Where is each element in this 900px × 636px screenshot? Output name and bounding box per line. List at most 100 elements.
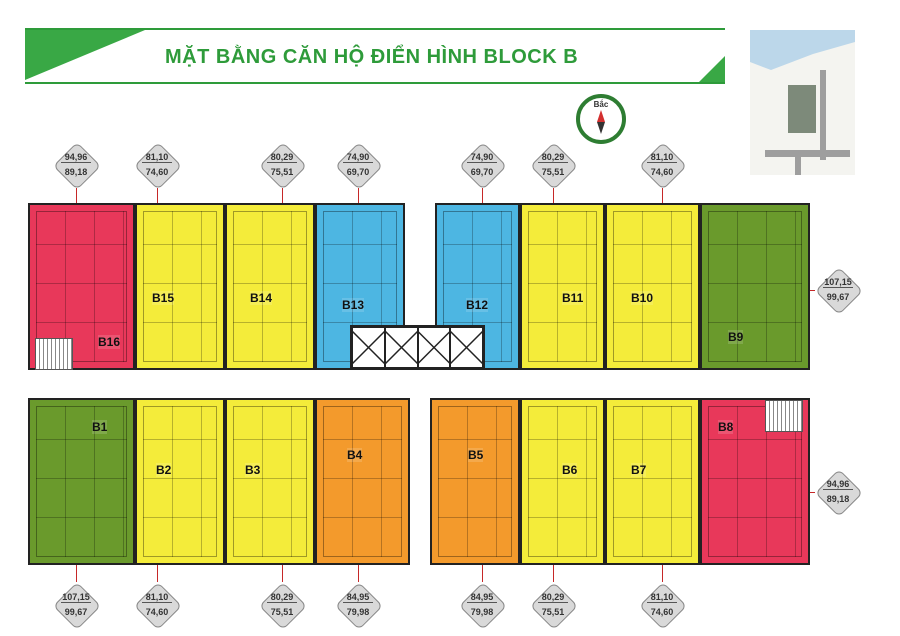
unit-b15[interactable] [135,203,225,370]
unit-b5[interactable] [430,398,520,565]
stair-icon [765,400,803,432]
gross-area: 74,90 [343,152,373,163]
unit-label: B15 [152,291,175,305]
area-tag: 74,90 69,70 [458,141,508,191]
unit-b11[interactable] [520,203,605,370]
unit-b7[interactable] [605,398,700,565]
unit-label: B16 [98,335,121,349]
area-tag: 80,29 75,51 [529,141,579,191]
unit-b16[interactable] [28,203,135,370]
gross-area: 107,15 [823,277,853,288]
unit-b3[interactable] [225,398,315,565]
leader-line [482,188,483,203]
unit-label: B9 [728,330,744,344]
page-title: MẶT BẰNG CĂN HỘ ĐIỂN HÌNH BLOCK B [165,46,579,68]
unit-label: B12 [466,298,489,312]
header-band [25,28,725,84]
net-area: 75,51 [541,167,565,177]
gross-area: 94,96 [61,152,91,163]
unit-b6[interactable] [520,398,605,565]
area-tag: 81,10 74,60 [638,581,688,631]
leader-line [282,565,283,582]
gross-area: 107,15 [61,592,91,603]
unit-label: B14 [250,291,273,305]
gross-area: 80,29 [267,592,297,603]
elevator-core [350,325,485,370]
leader-line [157,188,158,203]
gross-area: 80,29 [267,152,297,163]
unit-label: B1 [92,420,108,434]
unit-label: B13 [342,298,365,312]
stair-icon [35,338,73,370]
gross-area: 80,29 [538,152,568,163]
gross-area: 81,10 [647,152,677,163]
gross-area: 74,90 [467,152,497,163]
compass-label: Bắc [593,100,609,109]
area-tag: 94,96 89,18 [814,468,864,518]
site-location-map [750,30,855,175]
gross-area: 81,10 [142,152,172,163]
net-area: 75,51 [541,607,565,617]
leader-line [358,565,359,582]
unit-label: B2 [156,463,172,477]
net-area: 74,60 [145,607,169,617]
compass-icon: Bắc [576,94,626,144]
gross-area: 84,95 [467,592,497,603]
leader-line [553,188,554,203]
unit-b2[interactable] [135,398,225,565]
unit-b9[interactable] [700,203,810,370]
net-area: 79,98 [346,607,370,617]
net-area: 99,67 [826,292,850,302]
net-area: 69,70 [346,167,370,177]
unit-label: B8 [718,420,734,434]
area-tag: 80,29 75,51 [258,141,308,191]
unit-label: B7 [631,463,647,477]
area-tag: 107,15 99,67 [814,266,864,316]
unit-b14[interactable] [225,203,315,370]
unit-b10[interactable] [605,203,700,370]
leader-line [76,565,77,582]
unit-label: B10 [631,291,654,305]
area-tag: 80,29 75,51 [529,581,579,631]
gross-area: 81,10 [142,592,172,603]
net-area: 74,60 [650,607,674,617]
net-area: 74,60 [145,167,169,177]
gross-area: 80,29 [538,592,568,603]
unit-label: B3 [245,463,261,477]
unit-label: B6 [562,463,578,477]
net-area: 89,18 [64,167,88,177]
net-area: 79,98 [470,607,494,617]
unit-b4[interactable] [315,398,410,565]
leader-line [553,565,554,582]
leader-line [662,188,663,203]
corridor [28,370,810,398]
area-tag: 81,10 74,60 [133,141,183,191]
net-area: 75,51 [270,167,294,177]
gross-area: 81,10 [647,592,677,603]
area-tag: 81,10 74,60 [133,581,183,631]
unit-b1[interactable] [28,398,135,565]
area-tag: 81,10 74,60 [638,141,688,191]
area-tag: 94,96 89,18 [52,141,102,191]
net-area: 89,18 [826,494,850,504]
leader-line [76,188,77,203]
area-tag: 74,90 69,70 [334,141,384,191]
leader-line [482,565,483,582]
unit-label: B4 [347,448,363,462]
unit-label: B5 [468,448,484,462]
area-tag: 84,95 79,98 [458,581,508,631]
area-tag: 107,15 99,67 [52,581,102,631]
gross-area: 94,96 [823,479,853,490]
leader-line [282,188,283,203]
unit-label: B11 [562,291,584,305]
leader-line [358,188,359,203]
leader-line [810,492,815,493]
net-area: 74,60 [650,167,674,177]
leader-line [157,565,158,582]
net-area: 99,67 [64,607,88,617]
leader-line [662,565,663,582]
net-area: 69,70 [470,167,494,177]
